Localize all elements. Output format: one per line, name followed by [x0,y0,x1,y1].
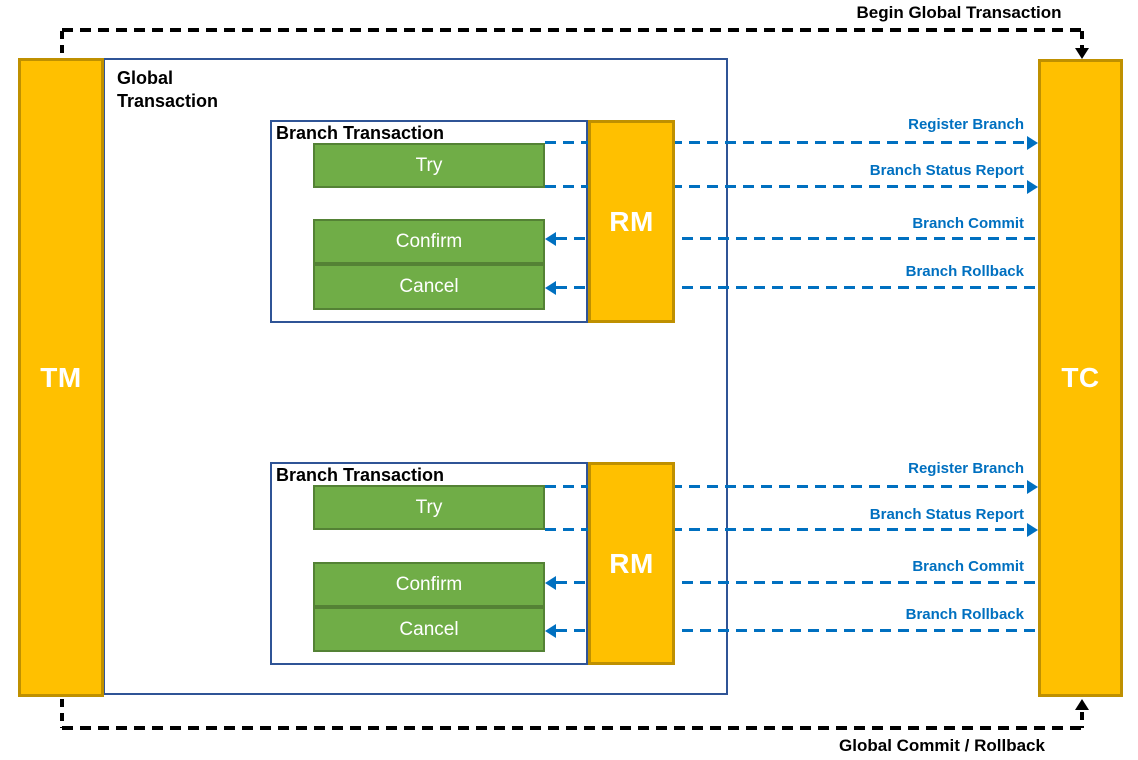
arrowhead-down-icon [1075,48,1089,59]
branch-status-report-label: Branch Status Report [869,506,1024,523]
branch-status-report-arrow [545,185,1027,188]
branch-commit-arrow [556,581,1038,584]
branch-commit-label: Branch Commit [912,215,1024,232]
register-branch-arrow [545,141,1027,144]
branch-rollback-label: Branch Rollback [905,606,1024,623]
branch-rollback-arrow [556,286,1038,289]
arrowhead-up-icon [1075,699,1089,710]
branch-status-report-label: Branch Status Report [869,162,1024,179]
arrowhead-right-icon [1027,136,1038,150]
confirm-box: Confirm [313,219,545,264]
cancel-box: Cancel [313,607,545,652]
commit-flow-line-right [1080,712,1084,728]
try-box: Try [313,485,545,530]
commit-flow-line-left [60,699,64,728]
rm-node: RM [588,462,675,665]
begin-global-transaction-label: Begin Global Transaction [856,3,1062,22]
begin-flow-line-right [1080,31,1084,48]
begin-flow-line-left [60,31,64,58]
arrowhead-right-icon [1027,523,1038,537]
arrowhead-left-icon [545,576,556,590]
branch-commit-arrow [556,237,1038,240]
arrowhead-right-icon [1027,480,1038,494]
tc-node: TC [1038,59,1123,697]
cancel-box: Cancel [313,264,545,310]
branch-transaction-label: Branch Transaction [276,123,445,143]
global-transaction-label: Global Transaction [117,68,219,111]
confirm-box: Confirm [313,562,545,607]
arrowhead-left-icon [545,232,556,246]
register-branch-label: Register Branch [908,460,1024,477]
branch-transaction-label: Branch Transaction [276,465,445,485]
branch-status-report-arrow [545,528,1027,531]
global-commit-rollback-label: Global Commit / Rollback [839,736,1045,755]
branch-rollback-arrow [556,629,1038,632]
begin-flow-line-top [62,28,1082,32]
arrowhead-left-icon [545,624,556,638]
tm-node: TM [18,58,104,697]
arrowhead-right-icon [1027,180,1038,194]
rm-node: RM [588,120,675,323]
branch-rollback-label: Branch Rollback [905,263,1024,280]
register-branch-label: Register Branch [908,116,1024,133]
commit-flow-line-bottom [62,726,1082,730]
arrowhead-left-icon [545,281,556,295]
register-branch-arrow [545,485,1027,488]
branch-commit-label: Branch Commit [912,558,1024,575]
try-box: Try [313,143,545,188]
